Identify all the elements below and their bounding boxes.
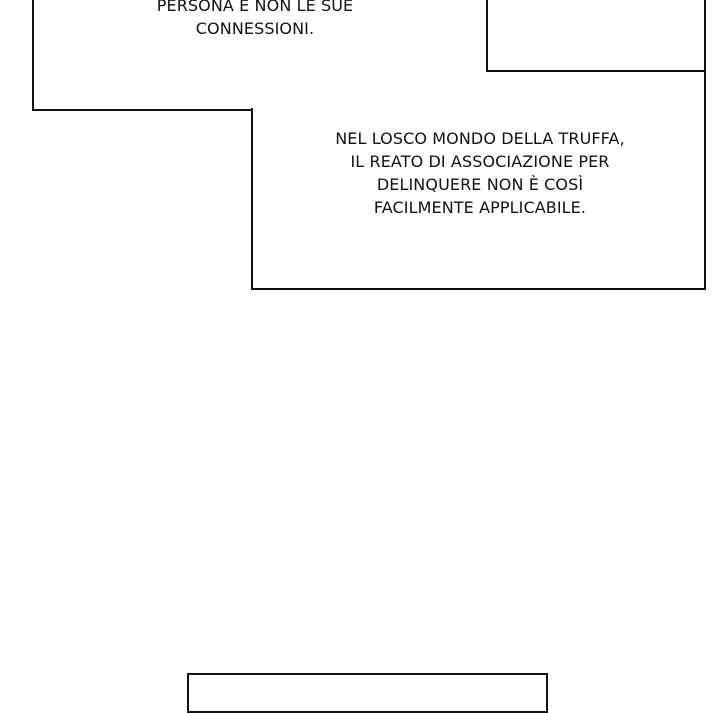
outline-bottom-top — [32, 109, 253, 111]
outline-left-top — [32, 0, 34, 111]
outline-left-middle — [251, 109, 253, 290]
outline-top-right-bottom — [486, 70, 706, 72]
caption-middle-text: NEL LOSCO MONDO DELLA TRUFFA, IL REATO D… — [335, 129, 625, 217]
outline-right-middle — [704, 70, 706, 290]
panel-join-mask-2 — [253, 0, 704, 288]
outline-top-right-left — [486, 0, 488, 72]
caption-top-text: PERSONA E NON LE SUE CONNESSIONI. — [156, 0, 354, 38]
outline-bottom-middle — [251, 288, 706, 290]
panel-bottom — [187, 673, 548, 713]
